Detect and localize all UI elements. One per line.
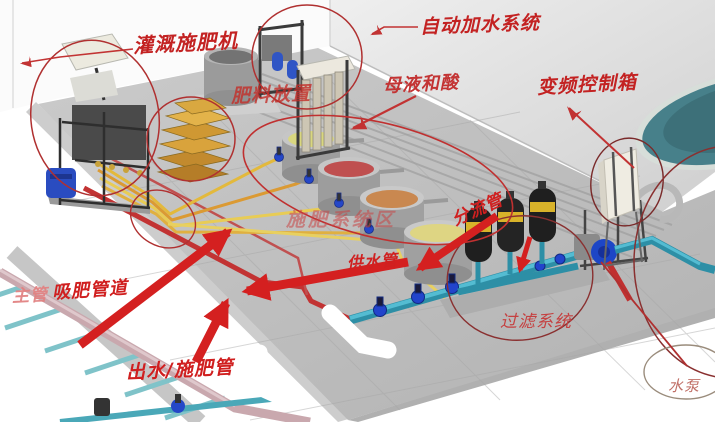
label-fertigation-machine: 灌溉施肥机 [132,28,239,58]
annotation-ellipses [29,4,715,400]
diversion-pipe-arrow [415,212,500,272]
vfd-callout-line [566,106,635,169]
vfd-control-box-unit [598,146,645,271]
label-vfd-control-box: 变频控制箱 [536,71,638,99]
stock-solution-callout-line [350,95,417,130]
label-fertilization-zone: 施肥系统区 [286,209,397,231]
label-stock-solution-acid: 母液和酸 [382,72,460,97]
label-auto-water-system: 自动加水系统 [419,11,541,39]
suction-pipe-arrow [77,228,233,349]
label-filter-system: 过滤系统 [500,312,572,332]
tank-valves [274,146,374,234]
water-pool [635,69,715,171]
label-main-pipe: 主管 [11,285,49,307]
label-suction-pipe: 吸肥管道 [51,277,129,304]
pump-callout-circle [643,344,715,400]
label-water-supply-pipe: 供水管 [346,250,399,273]
label-fertilizer-storage: 肥料放置 [230,82,312,108]
label-water-pump: 水泵 [668,377,701,395]
fertilizer-bags [156,97,232,183]
ball-valves [373,253,566,317]
pump-callout-line [600,261,688,367]
filter-arrow [516,236,533,273]
erase-marks [252,304,397,408]
main-water-pipe [348,247,590,325]
outlet-pipe-arrow [191,298,231,365]
fertigation-machine-unit [46,33,151,214]
gray-cylinder-tank [195,47,281,117]
auto-water-callout-line [370,24,418,36]
supply-pipe-arrow [241,257,409,301]
pump-station [574,146,715,302]
annotation-arrows [19,24,635,365]
machine-callout-line [19,48,134,68]
